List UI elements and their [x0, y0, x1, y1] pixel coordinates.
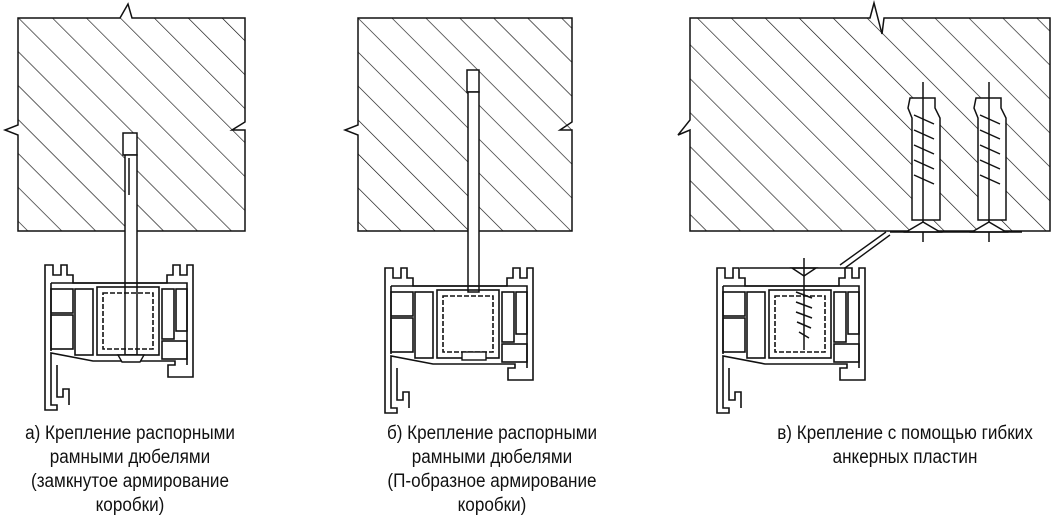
- reinforcement-lip-b: [461, 351, 487, 361]
- caption-a-line: рамными дюбелями: [49, 447, 211, 468]
- anchor-plate-c: [740, 231, 1022, 269]
- anchor-dowels-c: [903, 82, 1009, 242]
- caption-b-line: коробки): [457, 495, 527, 516]
- screw-c: [789, 258, 819, 350]
- caption-b-line: б) Крепление распорными: [386, 423, 598, 444]
- wall-section-b: [342, 17, 573, 232]
- caption-c-line: анкерных пластин: [832, 447, 978, 468]
- dowel-head-a: [116, 354, 146, 363]
- caption-a-line: (замкнутое армирование: [31, 471, 229, 492]
- frame-dowel-a: [122, 132, 138, 356]
- frame-dowel-b: [466, 69, 480, 293]
- caption-b-line: (П-образное армирование: [387, 471, 597, 492]
- caption-c: в) Крепление с помощью гибких анкерных п…: [752, 422, 1058, 470]
- caption-b-line: рамными дюбелями: [411, 447, 573, 468]
- caption-a-line: коробки): [95, 495, 165, 516]
- window-profile-a: [44, 264, 194, 411]
- caption-c-line: в) Крепление с помощью гибких: [777, 423, 1033, 444]
- caption-a: а) Крепление распорными рамными дюбелями…: [13, 422, 247, 518]
- window-profile-b: [384, 267, 534, 414]
- caption-a-line: а) Крепление распорными: [25, 423, 235, 444]
- caption-b: б) Крепление распорными рамными дюбелями…: [375, 422, 609, 518]
- window-profile-c: [716, 267, 866, 414]
